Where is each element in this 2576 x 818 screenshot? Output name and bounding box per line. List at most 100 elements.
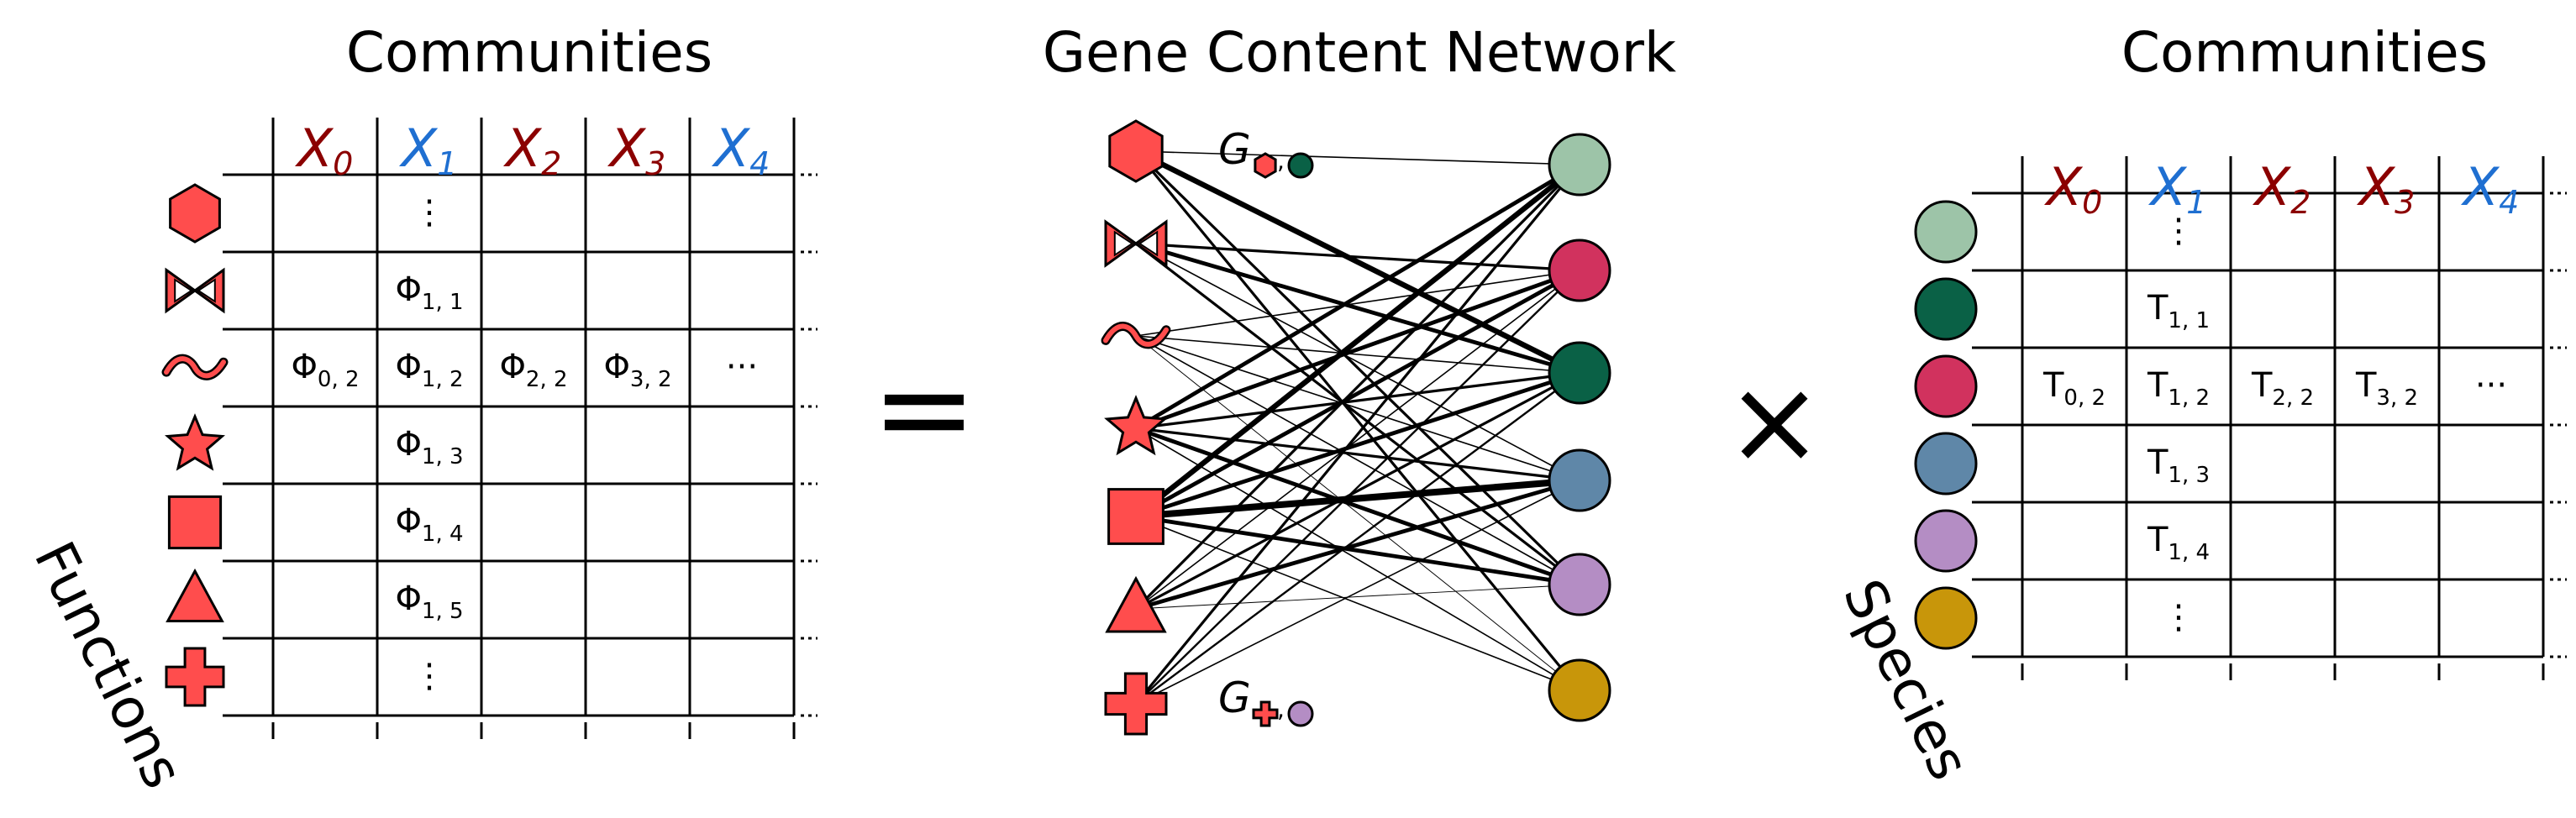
network-edge bbox=[1135, 478, 1580, 611]
square-icon bbox=[1107, 488, 1164, 545]
comma: , bbox=[1277, 147, 1285, 175]
star-icon bbox=[164, 413, 226, 471]
network-edge bbox=[1135, 371, 1580, 611]
bowtie-right-inner bbox=[1138, 230, 1159, 257]
network-edge bbox=[1135, 427, 1580, 482]
column-header-x3: X3 bbox=[2357, 156, 2416, 221]
matrix-cell: Φ1, 3 bbox=[395, 425, 463, 469]
species-node-1 bbox=[1914, 354, 1978, 418]
square-icon bbox=[167, 495, 223, 550]
network-edge bbox=[1135, 371, 1580, 430]
species-node-2 bbox=[1548, 341, 1611, 405]
gene-content-network: G,G, bbox=[1101, 119, 1611, 736]
matrix-cell: T1, 4 bbox=[2147, 521, 2210, 565]
matrix-cell: T0, 2 bbox=[2042, 366, 2105, 411]
triangle-icon bbox=[166, 568, 224, 622]
ellipsis-cell: ⋮ bbox=[413, 193, 446, 232]
network-edge bbox=[1134, 163, 1581, 611]
column-header-x4: X4 bbox=[712, 118, 770, 182]
species-node-0 bbox=[1914, 200, 1978, 264]
network-edge bbox=[1134, 162, 1581, 519]
network-edge bbox=[1134, 149, 1581, 586]
network-edge bbox=[1135, 150, 1580, 165]
comma: , bbox=[1277, 695, 1285, 723]
network-edge bbox=[1135, 584, 1580, 610]
column-header-x0: X0 bbox=[2044, 156, 2103, 221]
ellipsis-cell: ··· bbox=[2475, 366, 2507, 405]
ellipsis-cell: ⋮ bbox=[2162, 598, 2195, 637]
matrix-cell: Φ1, 2 bbox=[395, 348, 463, 392]
bowtie-icon bbox=[1104, 219, 1168, 268]
matrix-cell: Φ3, 2 bbox=[603, 348, 671, 392]
tilde-fill bbox=[1103, 323, 1169, 347]
network-edge bbox=[1134, 149, 1581, 375]
matrix-cell: Φ1, 1 bbox=[395, 270, 463, 315]
matrix-cell: T2, 2 bbox=[2251, 366, 2314, 411]
network-edge bbox=[1135, 370, 1580, 519]
tilde-icon bbox=[1101, 322, 1171, 349]
times-operator: × bbox=[1725, 354, 1823, 490]
network-edge bbox=[1135, 241, 1580, 375]
center-title: Gene Content Network bbox=[1043, 20, 1677, 85]
right-title: Communities bbox=[2121, 20, 2488, 85]
cross-icon bbox=[1252, 700, 1279, 727]
network-edge bbox=[1135, 480, 1580, 705]
column-header-x1: X1 bbox=[399, 118, 458, 182]
species-node-2 bbox=[1287, 152, 1314, 179]
network-edge bbox=[1135, 242, 1580, 272]
network-edge bbox=[1135, 516, 1580, 691]
species-node-1 bbox=[1548, 239, 1611, 302]
species-node-5 bbox=[1914, 586, 1978, 650]
functions-axis-label: Functions bbox=[22, 532, 196, 798]
triangle-icon bbox=[1105, 575, 1167, 633]
network-edge bbox=[1135, 242, 1580, 586]
matrix-cell: T1, 1 bbox=[2147, 289, 2210, 333]
column-header-x3: X3 bbox=[607, 118, 666, 182]
matrix-cell: T3, 2 bbox=[2355, 366, 2418, 411]
matrix-cell: T1, 2 bbox=[2147, 366, 2210, 411]
star-icon bbox=[1104, 395, 1168, 456]
network-edge bbox=[1134, 163, 1581, 705]
hexagon-icon bbox=[1108, 119, 1164, 183]
network-edge bbox=[1135, 335, 1580, 585]
network-edge bbox=[1135, 270, 1580, 610]
matrix-cell: Φ1, 5 bbox=[395, 579, 463, 624]
network-edge bbox=[1135, 270, 1580, 337]
species-node-4 bbox=[1287, 700, 1314, 727]
species-node-3 bbox=[1548, 448, 1611, 512]
network-edge bbox=[1135, 427, 1580, 691]
network-edge bbox=[1135, 268, 1580, 431]
ellipsis-cell: ⋮ bbox=[413, 657, 446, 695]
network-edge bbox=[1134, 149, 1581, 692]
edge-label: G, bbox=[1218, 125, 1314, 179]
ellipsis-cell: ··· bbox=[726, 348, 758, 386]
network-edge bbox=[1135, 426, 1580, 587]
tilde-fill bbox=[164, 356, 226, 379]
species-node-2 bbox=[1914, 277, 1978, 341]
column-header-x4: X4 bbox=[2461, 156, 2520, 221]
hexagon-icon bbox=[1254, 152, 1277, 179]
species-node-3 bbox=[1914, 432, 1978, 496]
species-node-0 bbox=[1548, 133, 1611, 197]
bowtie-left-inner bbox=[174, 278, 193, 303]
edge-label-text: G bbox=[1218, 125, 1251, 174]
column-header-x2: X2 bbox=[503, 118, 562, 182]
bowtie-left-inner bbox=[1113, 230, 1134, 257]
network-edge bbox=[1135, 335, 1580, 691]
tilde-icon bbox=[161, 354, 229, 380]
matrix-cell: Φ2, 2 bbox=[499, 348, 567, 392]
edge-label: G, bbox=[1218, 674, 1314, 727]
network-edge bbox=[1135, 243, 1580, 481]
network-edge bbox=[1135, 514, 1580, 587]
column-header-x2: X2 bbox=[2253, 156, 2311, 221]
network-edge bbox=[1134, 162, 1581, 431]
bowtie-icon bbox=[165, 267, 225, 314]
network-edge bbox=[1135, 335, 1580, 374]
network-edge bbox=[1135, 477, 1580, 520]
cross-icon bbox=[165, 647, 225, 707]
species-node-4 bbox=[1914, 509, 1978, 573]
hexagon-icon bbox=[169, 183, 221, 244]
